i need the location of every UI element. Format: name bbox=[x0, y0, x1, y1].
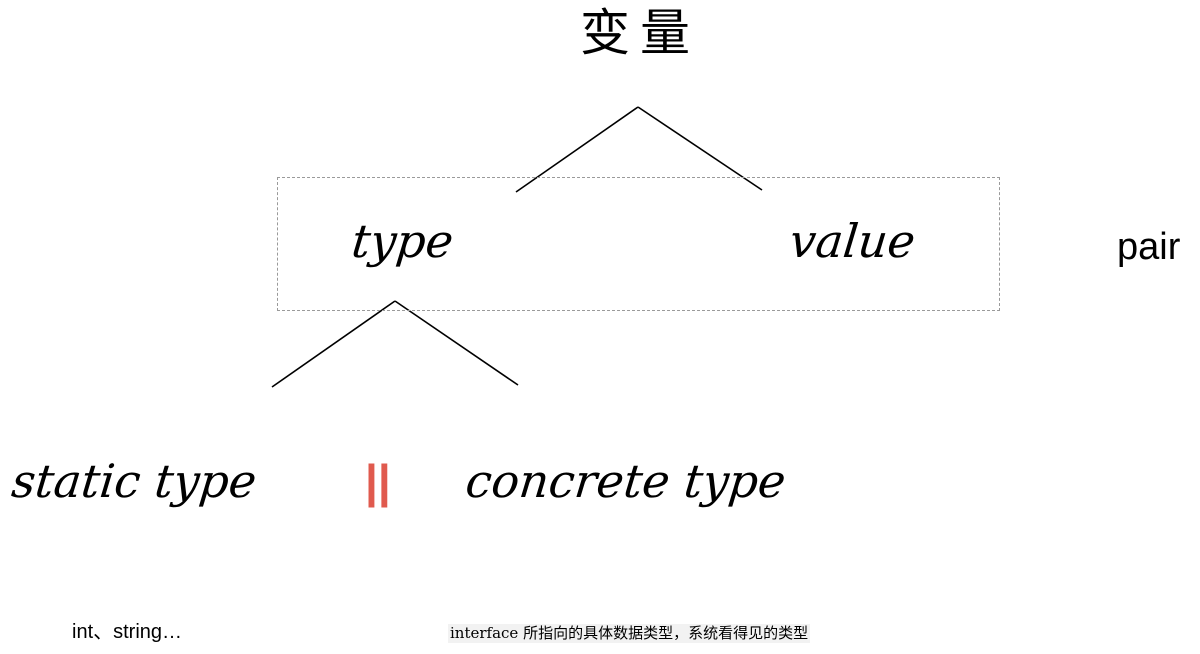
static-type-note: int、string… bbox=[72, 621, 183, 643]
type-to-concrete-line bbox=[394, 300, 519, 386]
separator-mark: || bbox=[365, 455, 391, 507]
pair-box bbox=[277, 177, 1000, 311]
diagram-title: 变量 bbox=[580, 4, 700, 62]
concrete-type-label: concrete type bbox=[463, 454, 789, 508]
type-to-static-line bbox=[271, 300, 396, 388]
pair-label: pair bbox=[1117, 226, 1181, 268]
concrete-type-note: interface 所指向的具体数据类型，系统看得见的类型 bbox=[448, 624, 811, 643]
value-label: value bbox=[787, 214, 918, 268]
type-label: type bbox=[349, 214, 456, 268]
static-type-label: static type bbox=[9, 454, 260, 508]
title-to-value-line bbox=[637, 106, 763, 191]
